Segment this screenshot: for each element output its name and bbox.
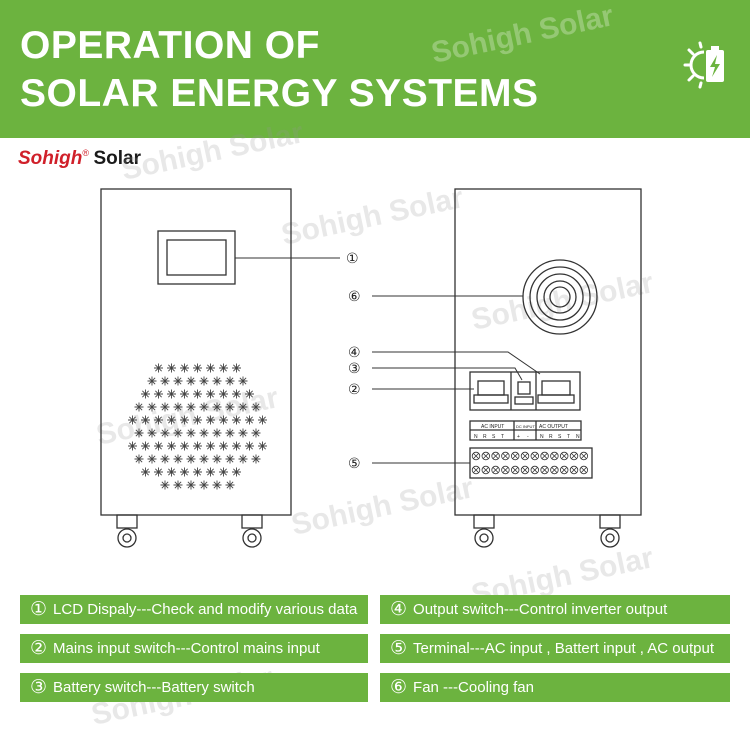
front-cabinet (100, 188, 292, 516)
legend-item: ① LCD Dispaly---Check and modify various … (20, 595, 368, 624)
callout-6: ⑥ (348, 289, 361, 305)
legend-number: ⑥ (390, 677, 408, 698)
terminal-pin-label: - (527, 434, 529, 440)
legend-item: ⑤ Terminal---AC input , Battert input , A… (380, 634, 730, 663)
lcd-display-screen (166, 239, 227, 276)
legend-text: Battery switch---Battery switch (53, 679, 255, 696)
legend-number: ① (30, 599, 48, 620)
brand-logo: Sohigh® Solar (18, 148, 141, 170)
legend-text: Output switch---Control inverter output (413, 601, 668, 618)
terminal-pin-label: T (567, 434, 570, 440)
switch-panel (469, 371, 581, 411)
legend-number: ④ (390, 599, 408, 620)
page-title-line-1: OPERATION OF (20, 24, 320, 67)
legend-text: LCD Dispaly---Check and modify various d… (53, 601, 358, 618)
terminal-screws (471, 451, 588, 475)
legend-text: Fan ---Cooling fan (413, 679, 534, 696)
terminal-pin-label: N (474, 434, 478, 440)
terminal-pin-label: R (549, 434, 553, 440)
callout-3: ③ (348, 361, 361, 377)
terminal-pin-label: + (517, 434, 520, 440)
front-left-foot (116, 514, 138, 529)
front-right-wheel (242, 528, 262, 548)
terminal-pin-label: N (540, 434, 544, 440)
legend-number: ③ (30, 677, 48, 698)
callout-1: ① (346, 251, 359, 267)
terminal-pin-label: N (576, 434, 580, 440)
front-left-wheel (117, 528, 137, 548)
callout-5: ⑤ (348, 456, 361, 472)
rear-right-foot (599, 514, 621, 529)
output-switch (541, 380, 571, 396)
legend-number: ② (30, 638, 48, 659)
terminal-label-ac-input: AC INPUT (481, 424, 504, 430)
callout-line-3 (372, 367, 523, 381)
solar-battery-icon (683, 41, 724, 89)
callout-line-4 (372, 351, 541, 375)
rear-right-wheel (600, 528, 620, 548)
rear-left-wheel (474, 528, 494, 548)
terminal-label-ac-output: AC OUTPUT (539, 424, 568, 430)
legend-text: Terminal---AC input , Battert input , AC… (413, 640, 715, 657)
cooling-fan (522, 259, 598, 335)
front-right-foot (241, 514, 263, 529)
header-banner: Sohigh Solar OPERATION OF SOLAR ENERGY S… (0, 0, 750, 138)
legend-item: ⑥ Fan ---Cooling fan (380, 673, 730, 702)
legend-text: Mains input switch---Control mains input (53, 640, 320, 657)
logo-text-sohigh: Sohigh (18, 148, 83, 169)
logo-text-solar: Solar (93, 148, 142, 169)
terminal-pin-label: S (558, 434, 562, 440)
terminal-pin-label: T (501, 434, 504, 440)
rear-left-foot (473, 514, 495, 529)
front-vent-grille (128, 363, 267, 490)
terminal-pin-label: S (492, 434, 496, 440)
legend-item: ④ Output switch---Control inverter output (380, 595, 730, 624)
terminal-label-dc-input: DC INPUT (516, 424, 535, 429)
page-title-line-2: SOLAR ENERGY SYSTEMS (20, 72, 539, 115)
terminal-pin-label: R (483, 434, 487, 440)
battery-switch (517, 381, 531, 395)
legend-item: ② Mains input switch---Control mains inpu… (20, 634, 368, 663)
legend-item: ③ Battery switch---Battery switch (20, 673, 368, 702)
lcd-display-outer (157, 230, 236, 285)
callout-4: ④ (348, 345, 361, 361)
logo-registered-mark: ® (82, 148, 90, 158)
callout-2: ② (348, 382, 361, 398)
legend-number: ⑤ (390, 638, 408, 659)
mains-input-switch (477, 380, 505, 396)
